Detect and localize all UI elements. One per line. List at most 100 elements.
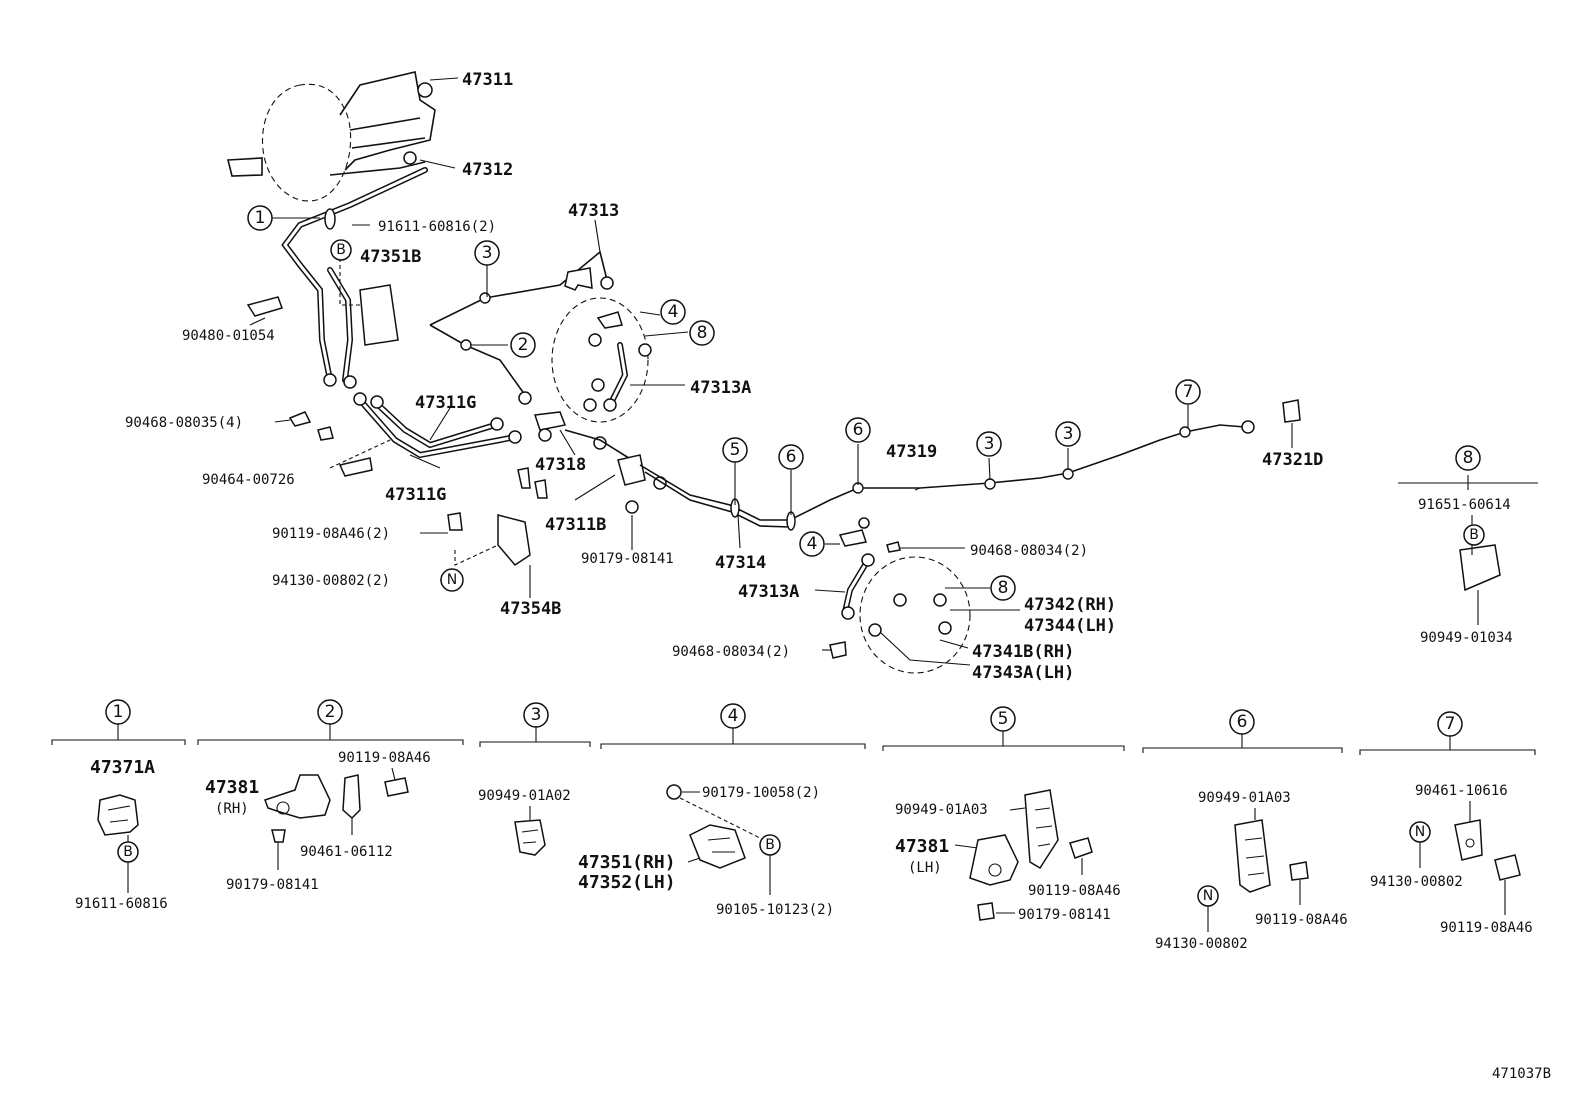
group-key-4: 4 <box>728 706 739 726</box>
group7-94130-00802: 94130-00802 <box>1370 874 1463 890</box>
label-90480-01054: 90480-01054 <box>182 328 275 344</box>
callout-8a: 8 <box>697 323 708 343</box>
callout-4a: 4 <box>668 302 679 322</box>
group6-90119-08a46: 90119-08A46 <box>1255 912 1348 928</box>
group2-47381: 47381 <box>205 777 259 798</box>
callout-7: 7 <box>1183 382 1194 402</box>
group4-47352-lh: 47352(LH) <box>578 872 676 893</box>
label-90468-08035-4: 90468-08035(4) <box>125 415 243 431</box>
group4-47351-rh: 47351(RH) <box>578 852 676 873</box>
group2-90179-08141: 90179-08141 <box>226 877 319 893</box>
group-key-3: 3 <box>531 705 542 725</box>
group-5-parts: 90949-01A03 47381 (LH) 90119-08A46 90179… <box>895 789 1121 923</box>
callout-6b: 6 <box>853 420 864 440</box>
group6-n: N <box>1203 888 1213 904</box>
label-47319: 47319 <box>886 442 937 462</box>
callout-6a: 6 <box>786 447 797 467</box>
label-47311: 47311 <box>462 70 513 90</box>
group2-90461-06112: 90461-06112 <box>300 844 393 860</box>
leader-lines <box>249 77 1538 651</box>
group5-90179-08141: 90179-08141 <box>1018 907 1111 923</box>
group-6-parts: 90949-01A03 90119-08A46 N 94130-00802 <box>1155 790 1348 952</box>
brake-booster-master-cylinder <box>226 71 436 202</box>
label-90119-08a46-2: 90119-08A46(2) <box>272 526 390 542</box>
group3-90949-01a02: 90949-01A02 <box>478 788 571 804</box>
group6-94130-00802: 94130-00802 <box>1155 936 1248 952</box>
label-94130-00802-2: 94130-00802(2) <box>272 573 390 589</box>
label-47344-lh: 47344(LH) <box>1024 616 1116 636</box>
label-47341b-rh: 47341B(RH) <box>972 642 1074 662</box>
group5-90119-08a46: 90119-08A46 <box>1028 883 1121 899</box>
callout-4b: 4 <box>807 534 818 554</box>
front-brake-assembly-right <box>551 297 652 423</box>
callout-3a: 3 <box>482 243 493 263</box>
callout-5: 5 <box>730 440 741 460</box>
label-47313: 47313 <box>568 201 619 221</box>
group5-47381: 47381 <box>895 836 949 857</box>
group-key-1: 1 <box>113 702 124 722</box>
label-47354b: 47354B <box>500 599 561 619</box>
label-47351b: 47351B <box>360 247 421 267</box>
label-90468-08034-2a: 90468-08034(2) <box>970 543 1088 559</box>
label-47311b: 47311B <box>545 515 606 535</box>
callout-b: B <box>336 242 346 258</box>
group6-90949-01a03: 90949-01A03 <box>1198 790 1291 806</box>
label-91651-60614: 91651-60614 <box>1418 497 1511 513</box>
callout-8b: 8 <box>998 578 1009 598</box>
group-key-2: 2 <box>325 702 336 722</box>
label-90468-08034-2b: 90468-08034(2) <box>672 644 790 660</box>
group7-90461-10616: 90461-10616 <box>1415 783 1508 799</box>
rear-brake-tube-47319 <box>639 399 1301 531</box>
group5-90949-01a03: 90949-01A03 <box>895 802 988 818</box>
group4-b: B <box>765 837 775 853</box>
group-2-parts: 90119-08A46 47381 (RH) 90461-06112 90179… <box>205 750 431 893</box>
group5-lh: (LH) <box>908 860 942 876</box>
junction-47318 <box>517 411 641 499</box>
group7-90119-08a46: 90119-08A46 <box>1440 920 1533 936</box>
group1-b: B <box>123 844 133 860</box>
label-90464-00726: 90464-00726 <box>202 472 295 488</box>
callout-b-8: B <box>1469 527 1479 543</box>
main-part-labels: 47311 47312 47313 91611-60816(2) 47351B … <box>125 70 1513 683</box>
rear-brake-assembly <box>829 517 971 674</box>
label-47314: 47314 <box>715 553 766 573</box>
callout-n: N <box>447 572 457 588</box>
diagram-id: 471037B <box>1492 1066 1551 1082</box>
callout-1: 1 <box>255 208 266 228</box>
label-47318: 47318 <box>535 455 586 475</box>
label-47342-rh: 47342(RH) <box>1024 595 1116 615</box>
valve-47311b <box>617 454 667 514</box>
label-47313a-bot: 47313A <box>738 582 799 602</box>
label-47343a-lh: 47343A(LH) <box>972 663 1074 683</box>
callout-3c: 3 <box>1063 424 1074 444</box>
group-3-parts: 90949-01A02 <box>478 788 571 856</box>
group-7-parts: 90461-10616 N 94130-00802 90119-08A46 <box>1370 783 1533 936</box>
group2-rh: (RH) <box>215 801 249 817</box>
callout-3b: 3 <box>984 434 995 454</box>
label-47313a-top: 47313A <box>690 378 751 398</box>
callout-circles: 1 B 3 2 4 8 5 6 6 3 3 7 4 8 N 8 B <box>247 205 1485 601</box>
group-key-5: 5 <box>998 709 1009 729</box>
group-key-6: 6 <box>1237 712 1248 732</box>
group2-90119-08a46: 90119-08A46 <box>338 750 431 766</box>
label-47321d: 47321D <box>1262 450 1323 470</box>
label-90179-08141: 90179-08141 <box>581 551 674 567</box>
label-91611-60816-2: 91611-60816(2) <box>378 219 496 235</box>
group7-n: N <box>1415 824 1425 840</box>
small-clips <box>246 284 1501 592</box>
group1-91611-60816: 91611-60816 <box>75 896 168 912</box>
label-90949-01034: 90949-01034 <box>1420 630 1513 646</box>
callout-8-key: 8 <box>1463 448 1474 468</box>
label-47311g-b: 47311G <box>385 485 446 505</box>
tube-47313 <box>429 250 614 405</box>
group-brackets: 1 2 3 4 5 6 7 <box>51 699 1536 755</box>
label-47311g-a: 47311G <box>415 393 476 413</box>
group4-90105-10123-2: 90105-10123(2) <box>716 902 834 918</box>
group-1-parts: B 47371A 91611-60816 <box>75 757 168 912</box>
group1-47371a: 47371A <box>90 757 155 778</box>
flexible-hoses-47311g <box>353 392 522 459</box>
label-47312: 47312 <box>462 160 513 180</box>
group-4-parts: 90179-10058(2) B 47351(RH) 47352(LH) 901… <box>578 784 834 918</box>
callout-2: 2 <box>518 335 529 355</box>
